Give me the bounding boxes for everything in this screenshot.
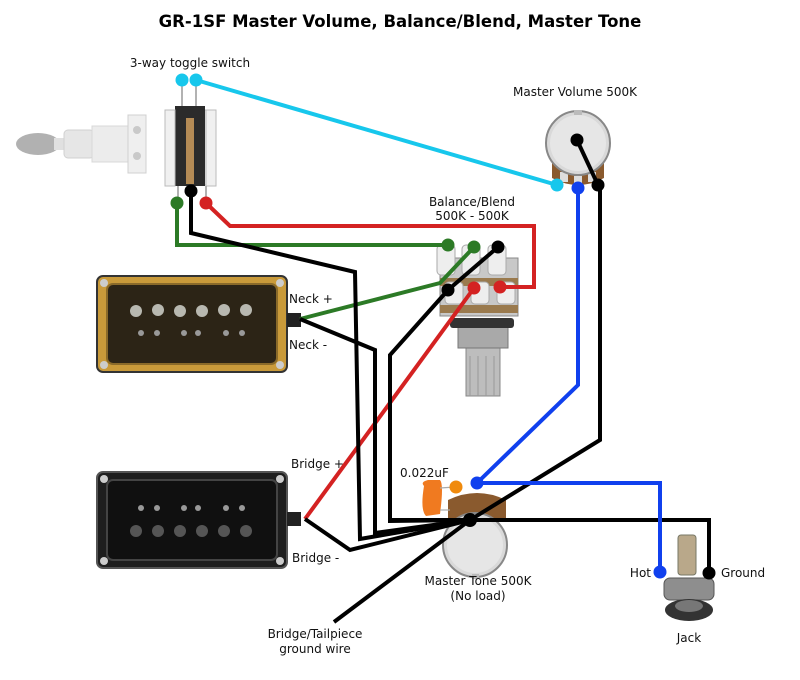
wire-green-toggle-to-blend: [175, 203, 448, 247]
wire-blue-volume-to-tone: [475, 188, 580, 485]
wire-black-volume-ground: [575, 139, 600, 186]
jack-label: Jack: [676, 631, 701, 645]
ground-wire-label-line2: ground wire: [279, 642, 350, 656]
neck-minus-label: Neck -: [289, 338, 327, 352]
volume-case-ground: [570, 133, 584, 147]
wire-blue-tone-to-jack: [477, 481, 662, 572]
blend-lug-black-top: [491, 240, 505, 254]
blend-lug-black-bottom: [441, 283, 455, 297]
toggle-switch-label: 3-way toggle switch: [130, 56, 250, 70]
jack-ground-label: Ground: [721, 566, 765, 580]
wire-black-bridge-to-tone: [303, 517, 471, 553]
toggle-lug-black: [184, 184, 198, 198]
jack-ground-lug: [702, 566, 716, 580]
toggle-switch: [16, 114, 147, 174]
volume-lug-cyan: [550, 178, 564, 192]
neck-plus-label: Neck +: [289, 292, 333, 306]
diagram-title: GR-1SF Master Volume, Balance/Blend, Mas…: [159, 12, 642, 31]
master-tone-label-line1: Master Tone 500K: [424, 574, 532, 588]
neck-pickup: [96, 275, 301, 373]
wire-cyan-toggle-to-volume: [195, 78, 558, 187]
blend-lug-green-1: [441, 238, 455, 252]
blend-lug-green-2: [467, 240, 481, 254]
output-jack: [663, 534, 715, 621]
blend-label-line1: Balance/Blend: [429, 195, 515, 209]
toggle-switch-body: [164, 82, 217, 200]
volume-lug-blue: [571, 181, 585, 195]
wire-black-ground-wire: [332, 185, 602, 624]
wire-green-neck-to-blend: [299, 245, 476, 321]
toggle-lug-green: [170, 196, 184, 210]
toggle-lug-cyan-2: [189, 73, 203, 87]
blend-lug-red-right: [493, 280, 507, 294]
toggle-lug-cyan-1: [175, 73, 189, 87]
wire-red-toggle-to-blend: [204, 201, 536, 289]
bridge-plus-label: Bridge +: [291, 457, 344, 471]
volume-lug-black: [591, 178, 605, 192]
wire-black-neck-to-tone: [299, 317, 471, 536]
bridge-pickup: [96, 471, 301, 569]
master-volume-pot: [545, 110, 611, 186]
toggle-lug-red: [199, 196, 213, 210]
ground-wire-label-line1: Bridge/Tailpiece: [268, 627, 363, 641]
tone-case-ground: [463, 513, 477, 527]
bridge-minus-label: Bridge -: [292, 551, 339, 565]
wire-black-blend-lugs: [446, 245, 500, 292]
master-volume-label: Master Volume 500K: [513, 85, 638, 99]
jack-hot-lug: [653, 565, 667, 579]
blend-lug-red-middle: [467, 281, 481, 295]
capacitor-label: 0.022uF: [400, 466, 449, 480]
jack-hot-label: Hot: [630, 566, 651, 580]
master-tone-pot: [442, 493, 508, 579]
blend-label-line2: 500K - 500K: [435, 209, 510, 223]
tone-lug-orange: [449, 480, 463, 494]
wire-black-tone-to-jack: [390, 518, 711, 573]
tone-lug-blue: [470, 476, 484, 490]
toggle-tip: [16, 133, 60, 155]
balance-blend-pot: [436, 244, 519, 397]
wire-black-toggle-to-tone: [189, 193, 471, 542]
master-tone-label-line2: (No load): [450, 589, 505, 603]
